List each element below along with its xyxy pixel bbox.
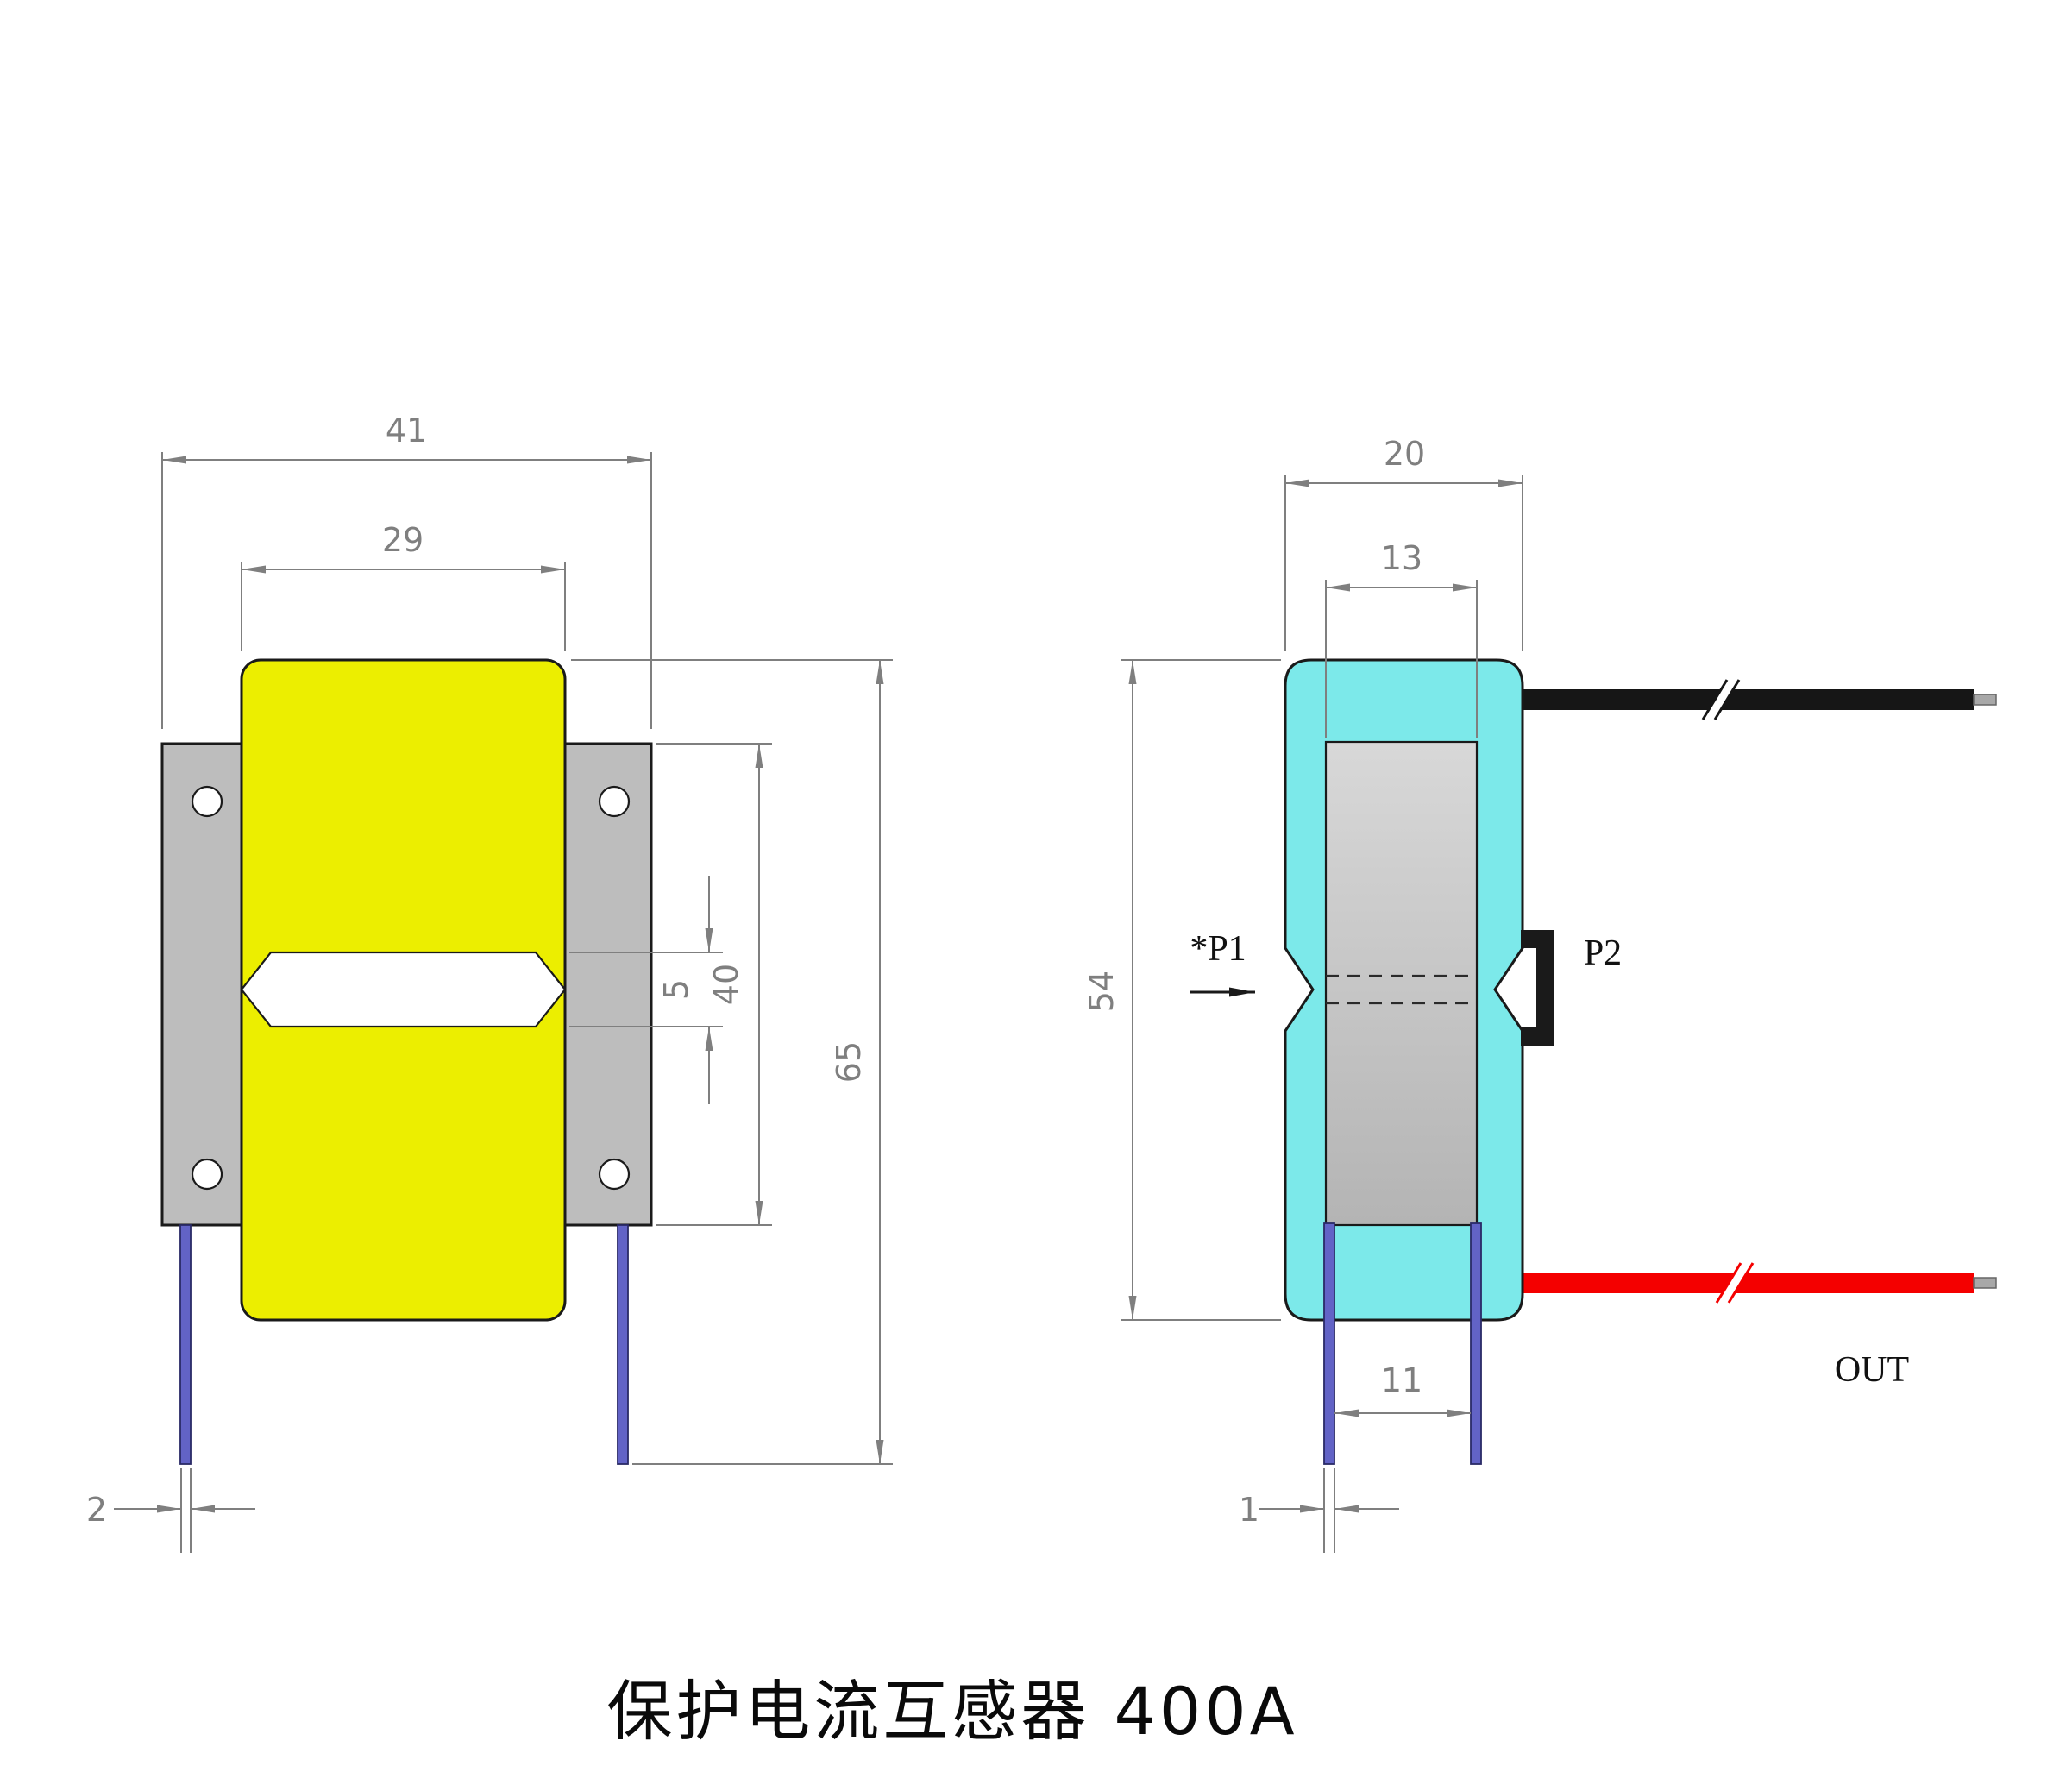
dim-total-height: 65 [571, 659, 893, 1465]
dim-core-depth: 13 [1325, 539, 1478, 738]
dim-outer-depth: 20 [1284, 435, 1523, 651]
wire-break-gap [1717, 1263, 1753, 1303]
p1-label: *P1 [1190, 929, 1246, 969]
dim-plate-height: 40 [656, 743, 772, 1226]
wire-break-edge [1701, 679, 1729, 720]
dim-lead-pitch: 11 [1334, 1361, 1471, 1417]
dim-value-54: 54 [1083, 971, 1121, 1012]
mounting-hole-top-left [191, 785, 223, 818]
side-view: 20 13 54 11 1 *P1 [1083, 435, 1997, 1553]
front-lead-wire-left [179, 1224, 192, 1465]
wire-break-edge [1715, 1262, 1742, 1304]
dim-value-41: 41 [386, 412, 427, 449]
core-side [1324, 740, 1479, 1227]
dim-value-29: 29 [382, 521, 424, 559]
wire-break-edge [1713, 679, 1741, 720]
mounting-hole-bottom-right [598, 1158, 631, 1191]
p2-label: P2 [1584, 933, 1622, 973]
dim-window-width: 29 [241, 521, 566, 651]
dim-value-13: 13 [1381, 539, 1422, 577]
front-view: 41 29 5 40 65 [86, 412, 893, 1553]
front-lead-wire-right [617, 1224, 629, 1465]
dim-outer-width: 41 [161, 412, 652, 729]
primary-wire-black [1523, 689, 1974, 710]
p2-clip [1521, 930, 1554, 1046]
core-air-gap [240, 951, 567, 1028]
mounting-hole-bottom-left [191, 1158, 223, 1191]
side-lead-wire-right [1470, 1222, 1482, 1465]
dim-value-11: 11 [1381, 1361, 1422, 1399]
wire-break-gap [1703, 680, 1739, 720]
red-wire-tip [1973, 1277, 1997, 1289]
out-label: OUT [1835, 1350, 1909, 1390]
wire-break-icon [1701, 679, 1741, 720]
wire-break-edge [1727, 1262, 1755, 1304]
wire-break-icon [1715, 1262, 1755, 1304]
drawing-title: 保护电流互感器 400A [606, 1673, 1297, 1750]
dim-value-65: 65 [830, 1041, 868, 1083]
dim-value-20: 20 [1384, 435, 1425, 473]
dim-lead-diameter-front: 2 [86, 1468, 255, 1553]
dim-body-height: 54 [1083, 659, 1281, 1321]
dim-value-5: 5 [657, 979, 695, 1000]
dim-value-2: 2 [86, 1491, 107, 1529]
dim-value-40: 40 [707, 964, 745, 1005]
dim-gap-height: 5 [569, 876, 723, 1104]
dim-value-1: 1 [1239, 1491, 1259, 1529]
black-wire-tip [1973, 694, 1997, 706]
mounting-hole-top-right [598, 785, 631, 818]
side-lead-wire-left [1323, 1222, 1335, 1465]
dim-lead-diameter-side: 1 [1239, 1468, 1399, 1553]
secondary-wire-red [1523, 1273, 1974, 1293]
